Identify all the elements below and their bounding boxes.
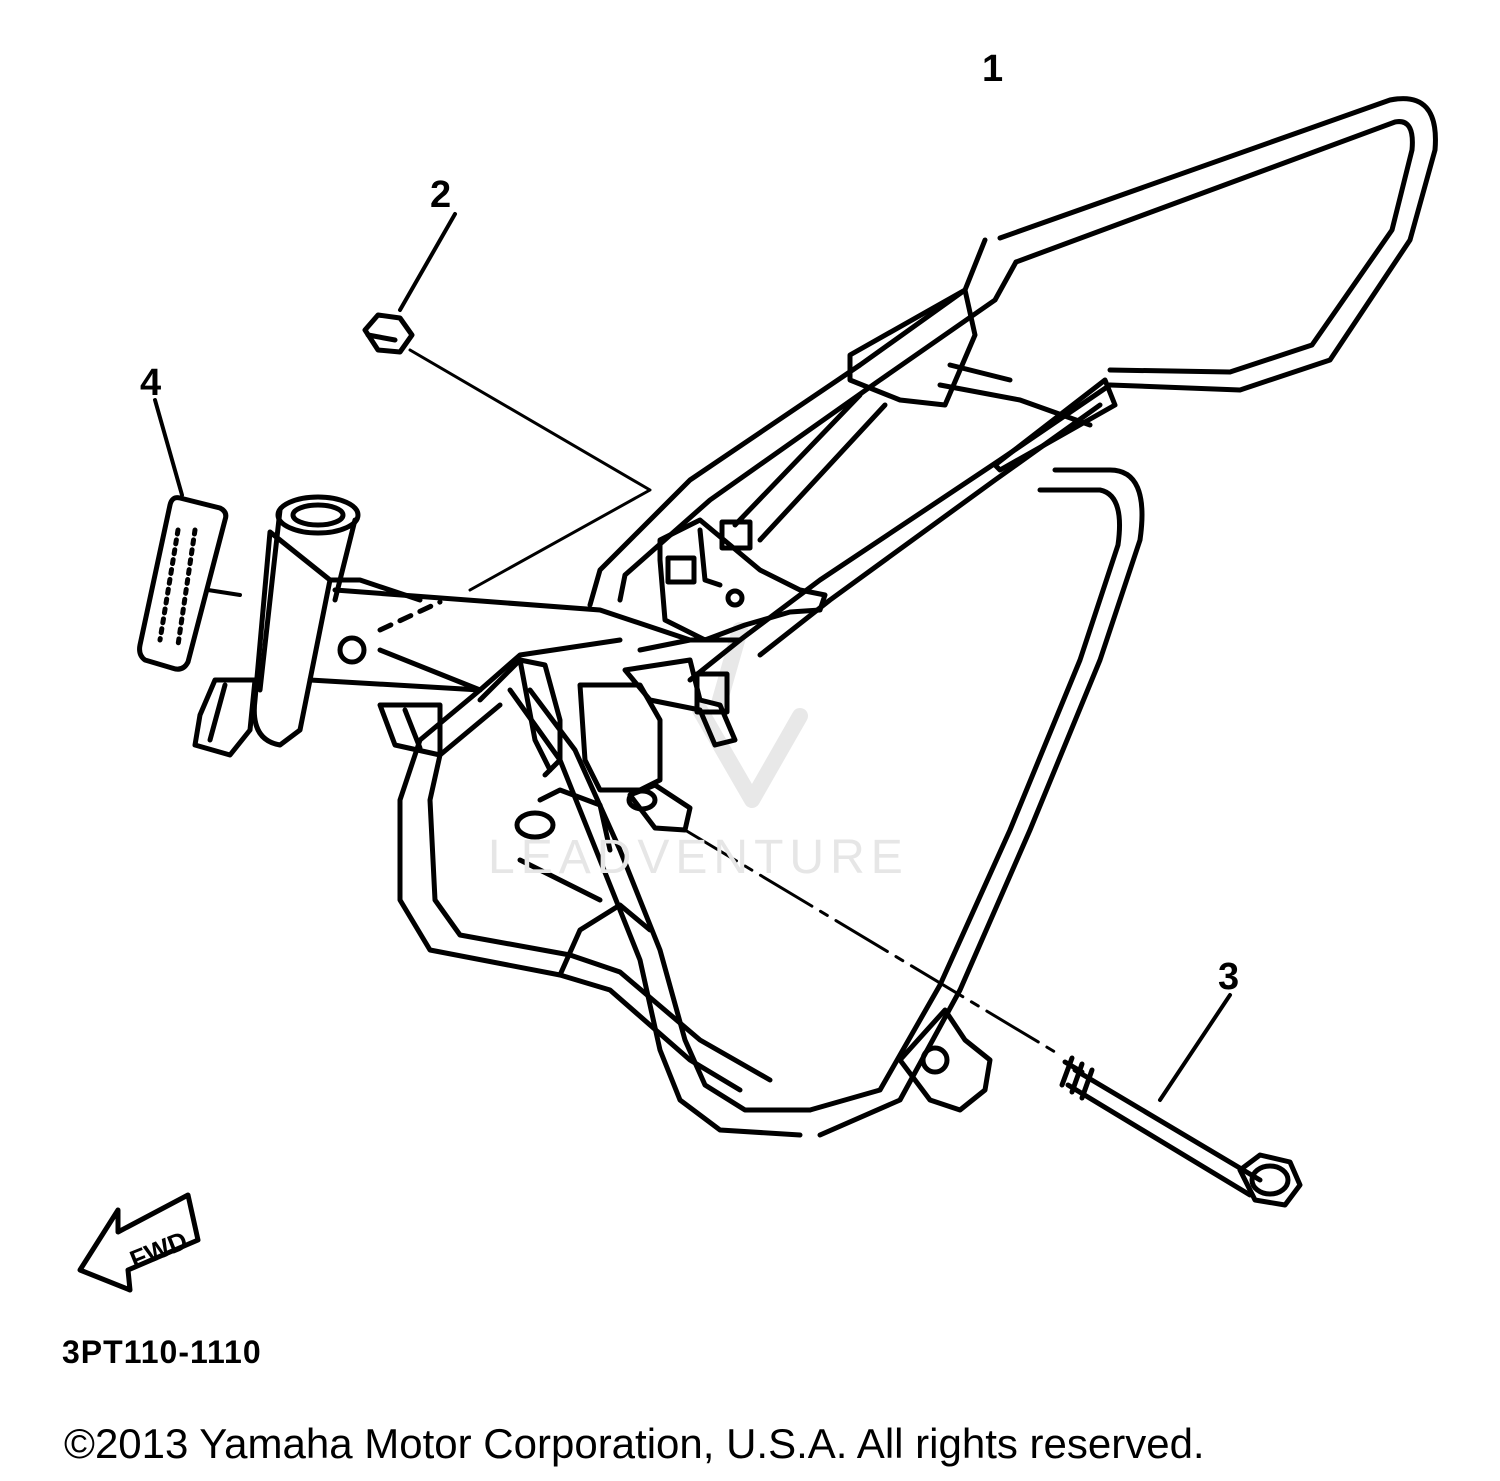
callout-3: 3 [1218, 956, 1240, 998]
watermark-logo [692, 622, 808, 808]
fwd-label: FWD [125, 1225, 191, 1275]
callout-2: 2 [430, 174, 452, 216]
frame-part-1 [192, 96, 1438, 1138]
watermark-text: LEADVENTURE [488, 831, 909, 884]
bolt-part-3 [683, 828, 1303, 1208]
callout-4: 4 [140, 362, 162, 404]
fwd-arrow-icon: FWD [77, 1192, 201, 1293]
pad-part-4 [137, 398, 242, 672]
nut-part-2 [362, 212, 652, 592]
callout-1: 1 [982, 48, 1004, 90]
copyright-notice: ©2013 Yamaha Motor Corporation, U.S.A. A… [64, 1420, 1205, 1467]
part-code: 3PT110-1110 [62, 1334, 262, 1370]
